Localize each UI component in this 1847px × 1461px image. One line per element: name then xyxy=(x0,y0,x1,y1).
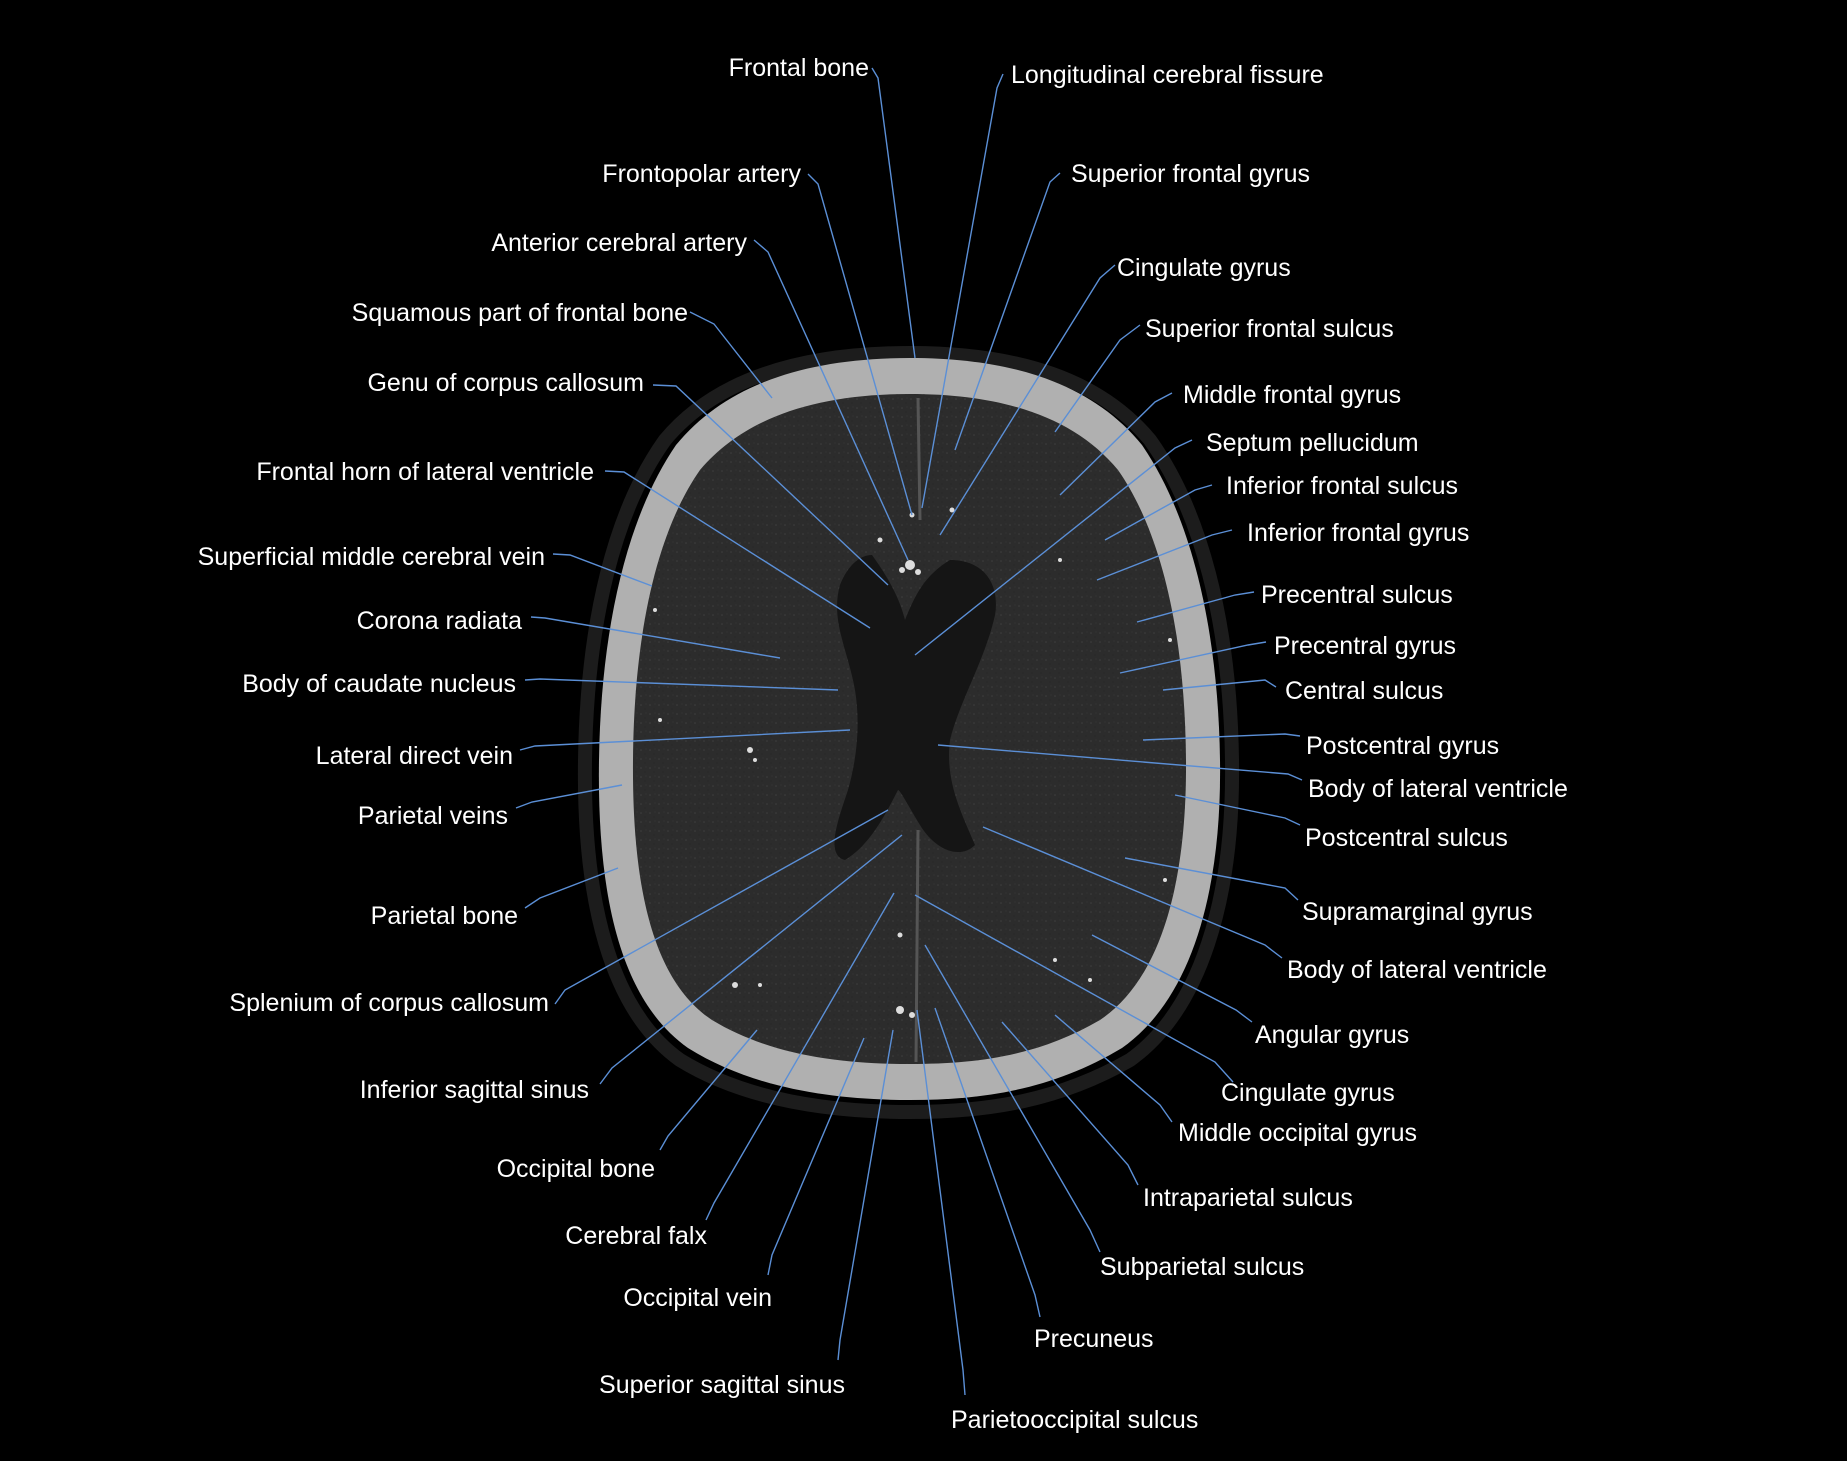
label-parietal-veins: Parietal veins xyxy=(358,802,508,830)
label-splenium-of-corpus-callosum: Splenium of corpus callosum xyxy=(229,989,549,1017)
leader-squamous-part-of-frontal-bone xyxy=(689,311,773,399)
leader-postcentral-sulcus xyxy=(1174,794,1301,826)
leader-cerebral-falx xyxy=(705,892,895,1221)
label-cingulate-gyrus-lower: Cingulate gyrus xyxy=(1221,1079,1395,1107)
label-supramarginal-gyrus: Supramarginal gyrus xyxy=(1302,898,1533,926)
label-precuneus: Precuneus xyxy=(1034,1325,1154,1353)
label-central-sulcus: Central sulcus xyxy=(1285,677,1443,705)
leader-inferior-sagittal-sinus xyxy=(599,834,903,1085)
label-inferior-frontal-sulcus: Inferior frontal sulcus xyxy=(1226,472,1458,500)
label-anterior-cerebral-artery: Anterior cerebral artery xyxy=(491,229,747,257)
labels: Frontal bone Longitudinal cerebral fissu… xyxy=(198,54,1568,1434)
leader-lines xyxy=(515,67,1303,1396)
leader-parietooccipital-sulcus xyxy=(916,1009,966,1396)
leader-body-of-caudate-nucleus xyxy=(524,678,839,691)
leader-angular-gyrus xyxy=(1091,934,1253,1023)
leader-frontal-bone xyxy=(871,67,916,359)
label-frontopolar-artery: Frontopolar artery xyxy=(602,160,801,188)
leader-precentral-sulcus xyxy=(1136,591,1255,623)
leader-parietal-veins xyxy=(515,784,623,809)
leader-precentral-gyrus xyxy=(1119,641,1267,674)
leader-corona-radiata xyxy=(530,616,781,659)
label-inferior-sagittal-sinus: Inferior sagittal sinus xyxy=(360,1076,589,1104)
label-frontal-bone: Frontal bone xyxy=(729,54,869,82)
leader-cingulate-gyrus-lower xyxy=(914,894,1234,1083)
ct-image xyxy=(577,345,1240,1120)
leader-inferior-frontal-gyrus xyxy=(1096,529,1233,581)
label-body-of-lateral-ventricle-upper: Body of lateral ventricle xyxy=(1308,775,1568,803)
label-occipital-vein: Occipital vein xyxy=(623,1284,772,1312)
leader-occipital-vein xyxy=(767,1037,865,1276)
label-postcentral-gyrus: Postcentral gyrus xyxy=(1306,732,1499,760)
label-superficial-middle-cerebral-vein: Superficial middle cerebral vein xyxy=(198,543,545,571)
lateral-ventricles xyxy=(834,555,996,860)
label-angular-gyrus: Angular gyrus xyxy=(1255,1021,1409,1049)
label-middle-occipital-gyrus: Middle occipital gyrus xyxy=(1178,1119,1417,1147)
leader-body-of-lateral-ventricle-lower xyxy=(982,826,1283,959)
label-middle-frontal-gyrus: Middle frontal gyrus xyxy=(1183,381,1401,409)
leader-body-of-lateral-ventricle-upper xyxy=(937,744,1303,781)
leader-genu-of-corpus-callosum xyxy=(652,384,889,586)
vessel-flecks xyxy=(653,507,1172,1018)
leader-cingulate-gyrus-upper xyxy=(939,264,1116,536)
label-genu-of-corpus-callosum: Genu of corpus callosum xyxy=(367,369,644,397)
leader-middle-occipital-gyrus xyxy=(1054,1014,1173,1123)
leader-lateral-direct-vein xyxy=(519,729,851,751)
leader-septum-pellucidum xyxy=(914,439,1193,656)
label-cingulate-gyrus-upper: Cingulate gyrus xyxy=(1117,254,1291,282)
leader-superior-frontal-sulcus xyxy=(1054,324,1141,433)
label-parietal-bone: Parietal bone xyxy=(371,902,518,930)
label-body-of-caudate-nucleus: Body of caudate nucleus xyxy=(242,670,516,698)
label-superior-frontal-sulcus: Superior frontal sulcus xyxy=(1145,315,1394,343)
label-squamous-part-of-frontal-bone: Squamous part of frontal bone xyxy=(352,299,688,327)
leader-precuneus xyxy=(934,1007,1041,1318)
leader-frontopolar-artery xyxy=(807,173,913,516)
leader-longitudinal-cerebral-fissure xyxy=(921,73,1004,509)
leader-anterior-cerebral-artery xyxy=(753,239,909,561)
leader-inferior-frontal-sulcus xyxy=(1104,484,1213,541)
leader-postcentral-gyrus xyxy=(1142,733,1301,741)
label-intraparietal-sulcus: Intraparietal sulcus xyxy=(1143,1184,1353,1212)
label-lateral-direct-vein: Lateral direct vein xyxy=(316,742,513,770)
leader-occipital-bone xyxy=(659,1029,758,1151)
leader-central-sulcus xyxy=(1162,679,1277,691)
leader-parietal-bone xyxy=(524,867,619,909)
label-occipital-bone: Occipital bone xyxy=(497,1155,655,1183)
label-precentral-sulcus: Precentral sulcus xyxy=(1261,581,1453,609)
label-frontal-horn-of-lateral-ventricle: Frontal horn of lateral ventricle xyxy=(256,458,594,486)
leader-superior-frontal-gyrus xyxy=(954,172,1061,451)
label-inferior-frontal-gyrus: Inferior frontal gyrus xyxy=(1247,519,1469,547)
leader-intraparietal-sulcus xyxy=(1001,1021,1139,1186)
label-postcentral-sulcus: Postcentral sulcus xyxy=(1305,824,1508,852)
leader-superior-sagittal-sinus xyxy=(837,1029,894,1361)
label-corona-radiata: Corona radiata xyxy=(357,607,522,635)
leader-supramarginal-gyrus xyxy=(1124,857,1299,901)
leader-frontal-horn-of-lateral-ventricle xyxy=(604,470,871,629)
label-subparietal-sulcus: Subparietal sulcus xyxy=(1100,1253,1304,1281)
label-parietooccipital-sulcus: Parietooccipital sulcus xyxy=(951,1406,1198,1434)
leader-superficial-middle-cerebral-vein xyxy=(552,553,653,587)
label-cerebral-falx: Cerebral falx xyxy=(565,1222,707,1250)
leader-subparietal-sulcus xyxy=(924,944,1101,1253)
leader-middle-frontal-gyrus xyxy=(1059,392,1173,496)
label-superior-sagittal-sinus: Superior sagittal sinus xyxy=(599,1371,845,1399)
label-longitudinal-cerebral-fissure: Longitudinal cerebral fissure xyxy=(1011,61,1324,89)
leader-splenium-of-corpus-callosum xyxy=(554,809,889,1005)
label-body-of-lateral-ventricle-lower: Body of lateral ventricle xyxy=(1287,956,1547,984)
scalp-outline xyxy=(577,345,1240,1120)
label-septum-pellucidum: Septum pellucidum xyxy=(1206,429,1419,457)
falx-line xyxy=(914,397,922,1063)
label-precentral-gyrus: Precentral gyrus xyxy=(1274,632,1456,660)
label-superior-frontal-gyrus: Superior frontal gyrus xyxy=(1071,160,1310,188)
